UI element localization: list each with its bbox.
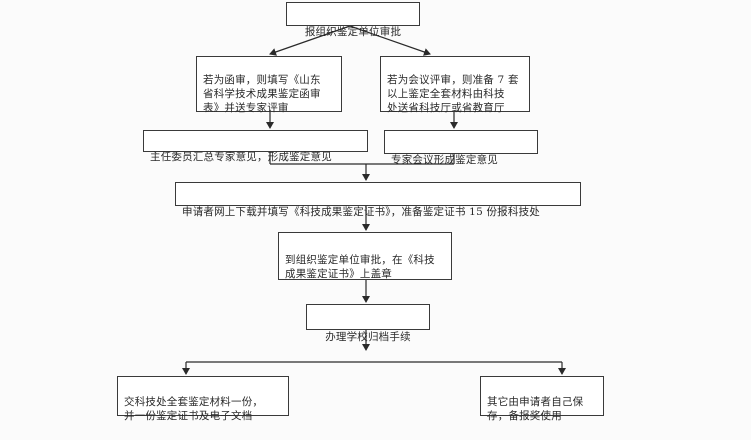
stamp-approval-box: 到组织鉴定单位审批，在《科技 成果鉴定证书》上盖章 <box>278 232 452 280</box>
arrow-top-to-left <box>269 25 351 56</box>
chair-summary-text: 主任委员汇总专家意见，形成鉴定意见 <box>150 151 332 163</box>
correspondence-review-text: 若为函审，则填写《山东 省科学技术成果鉴定函审 表》并送专家评审 <box>203 74 321 114</box>
archive-procedure-box: 办理学校归档手续 <box>306 304 430 343</box>
meeting-review-text: 若为会议评审，则准备 7 套 以上鉴定全套材料由科技 处送省科技厅或省教育厅 <box>387 74 519 114</box>
download-certificate-box: 申请者网上下载并填写《科技成果鉴定证书》，准备鉴定证书 15 份报科技处 <box>175 182 581 218</box>
submit-approval-text: 报组织鉴定单位审批 <box>304 26 402 38</box>
download-certificate-text: 申请者网上下载并填写《科技成果鉴定证书》，准备鉴定证书 15 份报科技处 <box>182 206 540 218</box>
chair-summary-box: 主任委员汇总专家意见，形成鉴定意见 <box>143 130 368 163</box>
meeting-review-box: 若为会议评审，则准备 7 套 以上鉴定全套材料由科技 处送省科技厅或省教育厅 <box>380 56 530 114</box>
submit-materials-text: 交科技处全套鉴定材料一份， 并一份鉴定证书及电子文档 <box>124 396 264 422</box>
correspondence-review-box: 若为函审，则填写《山东 省科学技术成果鉴定函审 表》并送专家评审 <box>196 56 342 114</box>
submit-materials-box: 交科技处全套鉴定材料一份， 并一份鉴定证书及电子文档 <box>117 376 289 422</box>
applicant-keep-box: 其它由申请者自己保 存，备报奖使用 <box>480 376 604 422</box>
archive-procedure-text: 办理学校归档手续 <box>325 331 411 343</box>
stamp-approval-text: 到组织鉴定单位审批，在《科技 成果鉴定证书》上盖章 <box>285 254 435 280</box>
applicant-keep-text: 其它由申请者自己保 存，备报奖使用 <box>487 396 584 422</box>
submit-approval-box: 报组织鉴定单位审批 <box>286 2 420 38</box>
arrow-top-to-right <box>349 25 431 56</box>
expert-meeting-box: 专家会议形成鉴定意见 <box>384 130 538 166</box>
expert-meeting-text: 专家会议形成鉴定意见 <box>391 154 498 166</box>
